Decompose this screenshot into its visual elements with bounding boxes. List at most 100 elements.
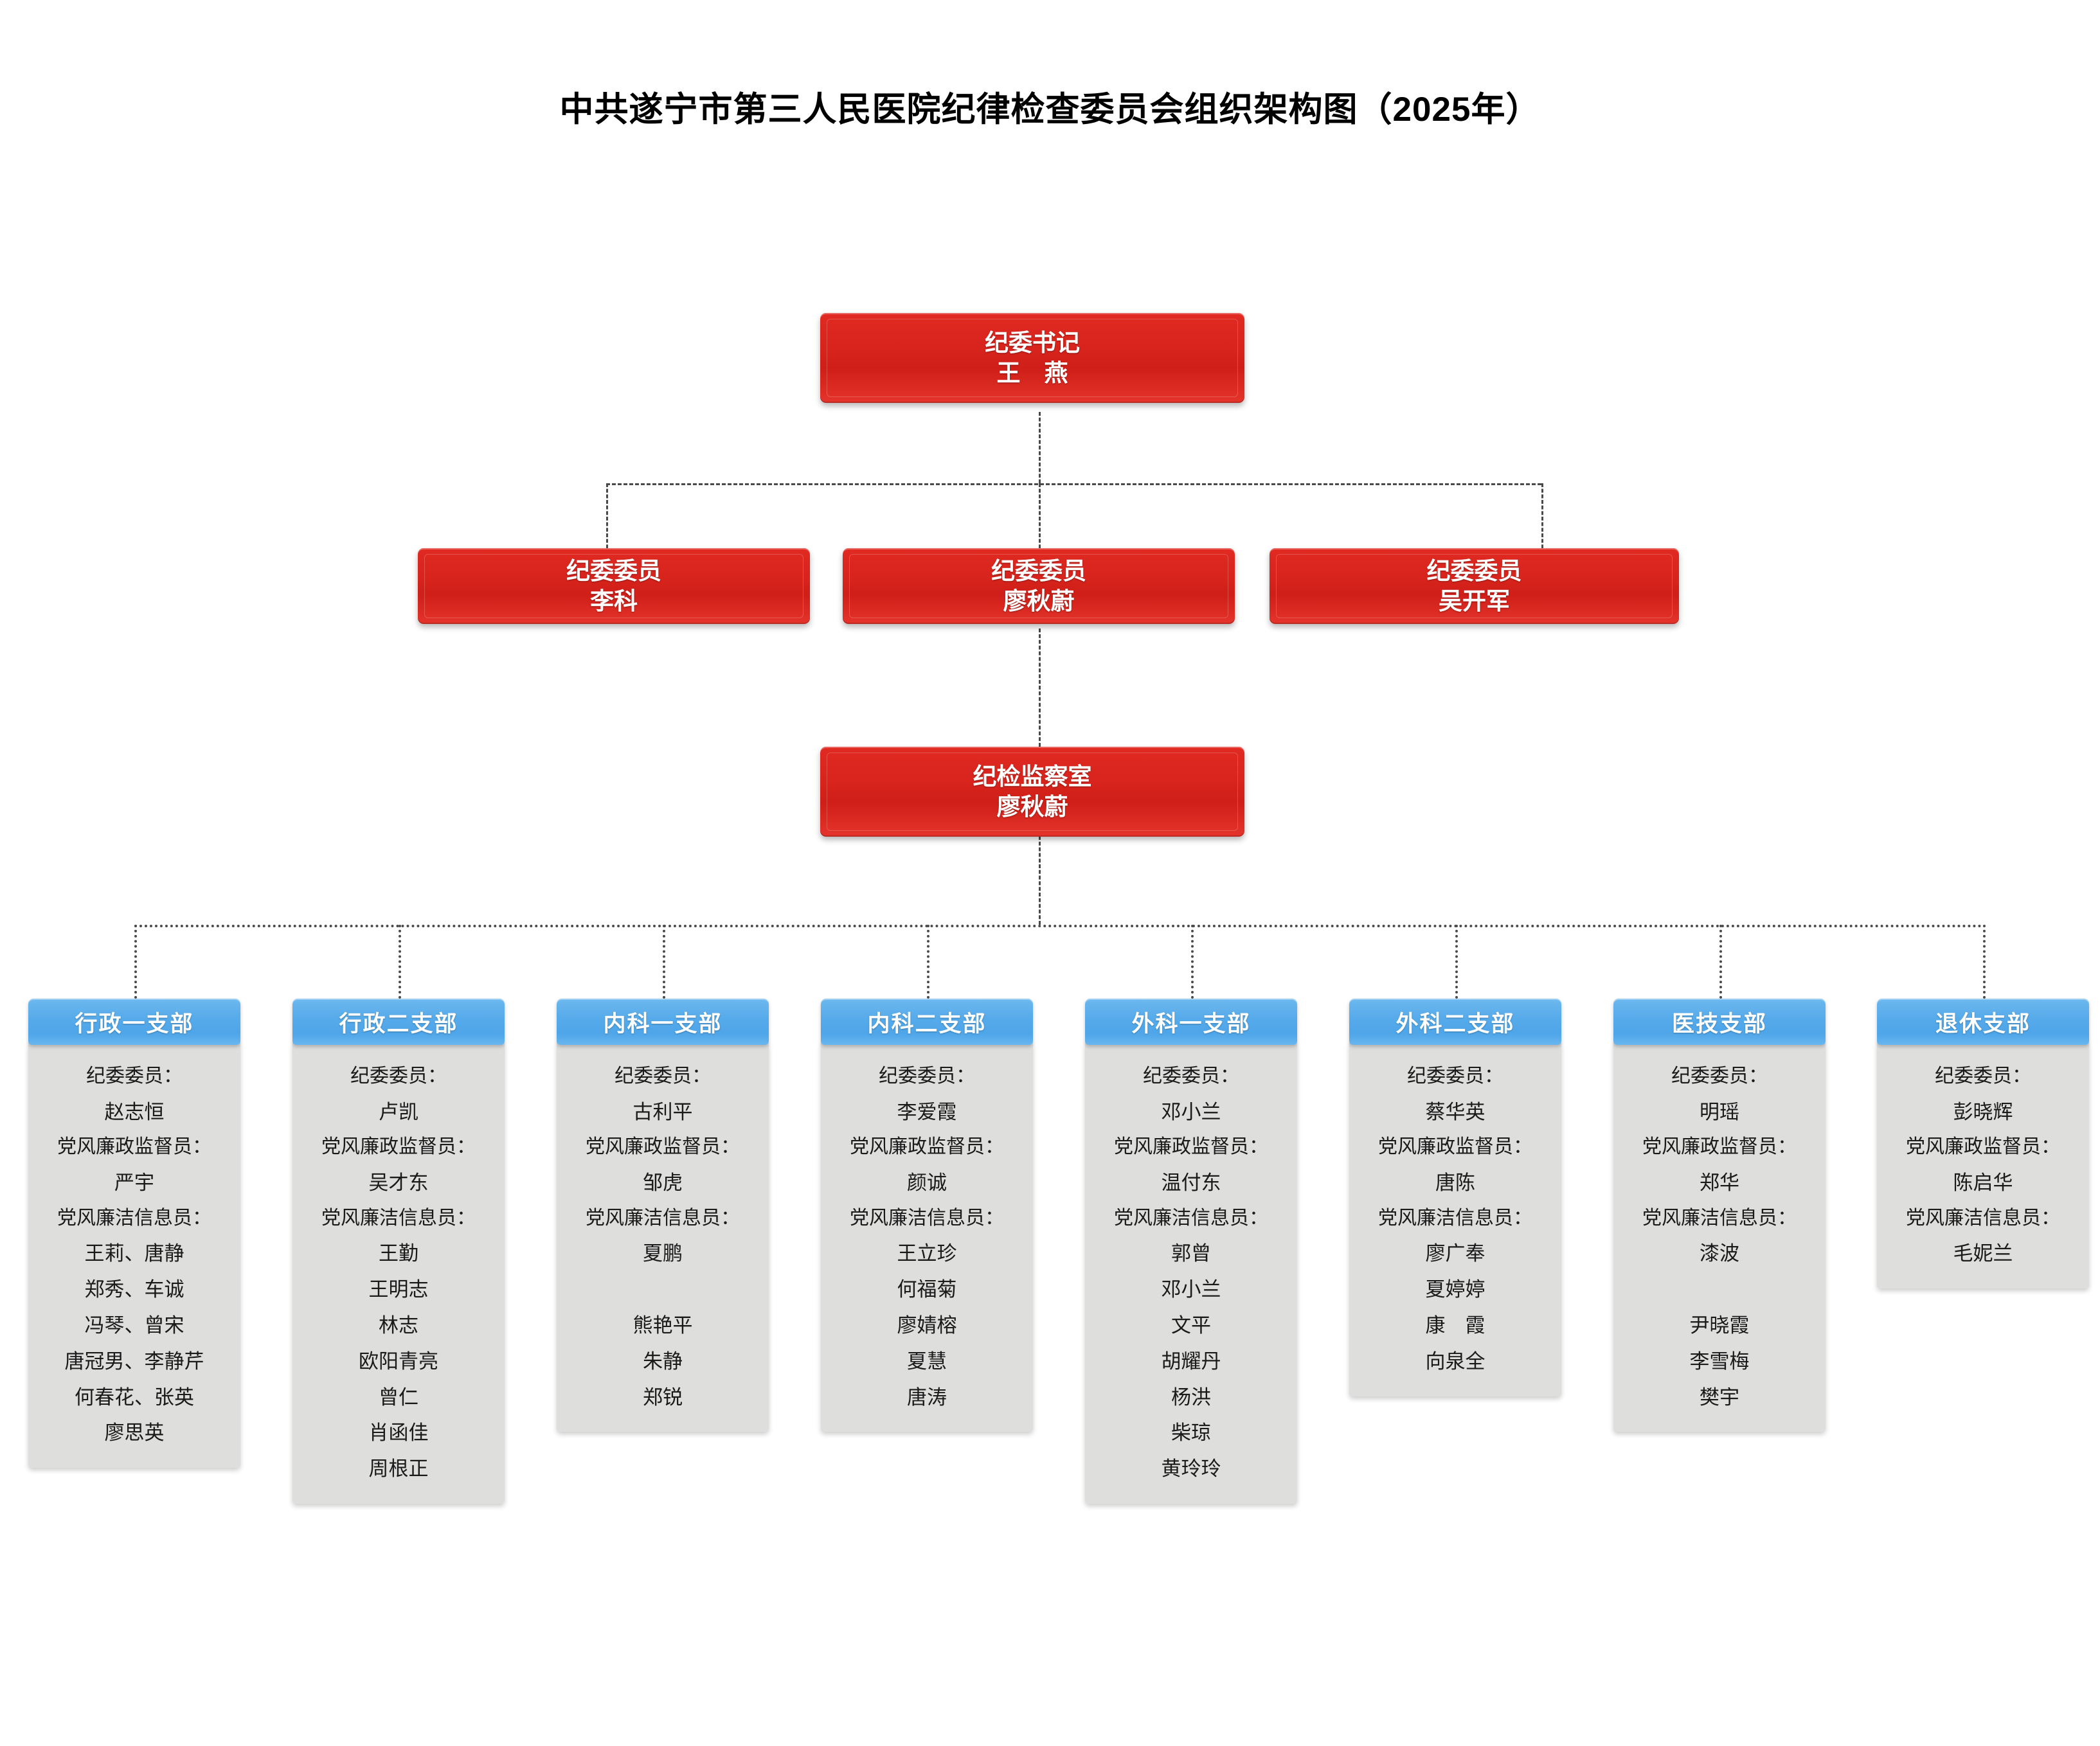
person-name: 邓小兰 [1161,1100,1221,1123]
person-name: 夏婷婷 [1425,1278,1485,1301]
person-name: 邓小兰 [1161,1278,1221,1301]
person-name: 林志 [379,1314,418,1337]
person-name: 唐冠男、李静芹 [64,1350,204,1373]
person-name: 何春花、张英 [75,1385,194,1409]
connector-branch-7-down [1719,925,1722,999]
role-label: 党风廉洁信息员： [586,1207,740,1229]
person-name: 郑锐 [643,1385,683,1409]
spacer-row [1619,1272,1820,1308]
person-name: 王莉、唐静 [84,1242,184,1265]
person-name: 周根正 [368,1457,429,1481]
person-name: 漆波 [1700,1242,1739,1265]
spacer-row [562,1272,764,1308]
connector-branch-1-down [134,925,137,999]
role-label: 党风廉洁信息员： [1642,1207,1797,1229]
person-name: 康 霞 [1425,1314,1485,1337]
node-member-3-role: 纪委委员 [1426,557,1522,584]
branch-column-1: 行政一支部 纪委委员：赵志恒党风廉政监督员：严宇党风廉洁信息员：王莉、唐静郑秀、… [28,999,240,1468]
person-name: 廖广奉 [1425,1242,1485,1265]
branch-body-4: 纪委委员：李爱霞党风廉政监督员：颜诚党风廉洁信息员：王立珍何福菊廖婧榕夏慧唐涛 [821,1042,1033,1432]
connector-branch-2-down [399,925,401,999]
connector-member-1-down [606,483,608,554]
branch-body-7: 纪委委员：明瑶党风廉政监督员：郑华党风廉洁信息员：漆波 尹晓霞李雪梅樊宇 [1613,1042,1826,1432]
branch-column-2: 行政二支部 纪委委员：卢凯党风廉政监督员：吴才东党风廉洁信息员：王勤王明志林志欧… [292,999,505,1504]
connector-members-bus [606,483,1541,485]
node-member-1-name: 李科 [590,588,638,614]
branch-header-2[interactable]: 行政二支部 [292,999,505,1045]
person-name: 赵志恒 [104,1100,165,1123]
connector-secretary-down [1039,412,1041,483]
person-name: 向泉全 [1425,1350,1485,1373]
role-label: 纪委委员： [1143,1065,1239,1087]
branch-header-3[interactable]: 内科一支部 [557,999,769,1045]
role-label: 纪委委员： [1407,1065,1503,1087]
branch-header-8[interactable]: 退休支部 [1877,999,2089,1045]
branch-column-5: 外科一支部 纪委委员：邓小兰党风廉政监督员：温付东党风廉洁信息员：郭曾邓小兰文平… [1085,999,1297,1504]
connector-member-2-down [1039,483,1041,554]
person-name: 邹虎 [643,1171,683,1194]
node-member-3-name: 吴开军 [1439,588,1510,614]
person-name: 彭晓辉 [1953,1100,2013,1123]
connector-member-3-down [1541,483,1543,554]
person-name: 王立珍 [897,1242,957,1265]
person-name: 廖思英 [104,1421,165,1445]
person-name: 卢凯 [379,1100,418,1123]
branch-header-4[interactable]: 内科二支部 [821,999,1033,1045]
node-member-2[interactable]: 纪委委员 廖秋蔚 [843,548,1235,624]
branch-header-5-label: 外科一支部 [1131,1011,1251,1037]
person-name: 毛妮兰 [1953,1242,2013,1265]
person-name: 文平 [1171,1314,1211,1337]
branch-column-3: 内科一支部 纪委委员：古利平党风廉政监督员：邹虎党风廉洁信息员：夏鹏 熊艳平朱静… [557,999,769,1432]
role-label: 纪委委员： [350,1065,447,1087]
person-name: 曾仁 [379,1385,418,1409]
person-name: 夏鹏 [643,1242,683,1265]
branch-header-5[interactable]: 外科一支部 [1085,999,1297,1045]
node-secretary-role: 纪委书记 [985,329,1080,356]
branch-header-1[interactable]: 行政一支部 [28,999,240,1045]
node-inspection-office[interactable]: 纪检监察室 廖秋蔚 [820,747,1244,837]
branch-body-8: 纪委委员：彭晓辉党风廉政监督员：陈启华党风廉洁信息员：毛妮兰 [1877,1042,2089,1289]
person-name: 温付东 [1161,1171,1221,1194]
person-name: 严宇 [114,1171,154,1194]
person-name: 古利平 [633,1100,693,1123]
node-office-name: 廖秋蔚 [996,794,1068,820]
person-name: 王明志 [368,1278,429,1301]
node-member-3[interactable]: 纪委委员 吴开军 [1270,548,1679,624]
branch-body-5: 纪委委员：邓小兰党风廉政监督员：温付东党风廉洁信息员：郭曾邓小兰文平胡耀丹杨洪柴… [1085,1042,1297,1504]
person-name: 朱静 [643,1350,683,1373]
connector-branch-bus [134,925,1983,927]
branch-body-6: 纪委委员：蔡华英党风廉政监督员：唐陈党风廉洁信息员：廖广奉夏婷婷康 霞向泉全 [1349,1042,1561,1396]
connector-branch-8-down [1983,925,1986,999]
person-name: 李雪梅 [1689,1350,1750,1373]
person-name: 柴琼 [1171,1421,1211,1445]
connector-office-down [1039,836,1041,925]
person-name: 欧阳青亮 [359,1350,438,1373]
person-name: 唐陈 [1435,1171,1475,1194]
node-office-role: 纪检监察室 [973,763,1092,790]
branch-header-6[interactable]: 外科二支部 [1349,999,1561,1045]
node-member-1[interactable]: 纪委委员 李科 [418,548,810,624]
branch-header-8-label: 退休支部 [1935,1011,2031,1037]
node-secretary[interactable]: 纪委书记 王 燕 [820,313,1244,403]
role-label: 党风廉洁信息员： [1114,1207,1268,1229]
branch-header-1-label: 行政一支部 [75,1011,194,1037]
role-label: 党风廉政监督员： [1378,1136,1532,1158]
connector-branch-5-down [1191,925,1194,999]
connector-branch-6-down [1455,925,1458,999]
person-name: 吴才东 [368,1171,429,1194]
branch-header-7[interactable]: 医技支部 [1613,999,1826,1045]
person-name: 夏慧 [907,1350,947,1373]
role-label: 党风廉政监督员： [850,1136,1004,1158]
person-name: 王勤 [379,1242,418,1265]
node-secretary-name: 王 燕 [996,360,1068,386]
role-label: 纪委委员： [86,1065,183,1087]
person-name: 郑秀、车诚 [84,1278,184,1301]
person-name: 颜诚 [907,1171,947,1194]
person-name: 尹晓霞 [1689,1314,1750,1337]
branch-body-3: 纪委委员：古利平党风廉政监督员：邹虎党风廉洁信息员：夏鹏 熊艳平朱静郑锐 [557,1042,769,1432]
person-name: 明瑶 [1700,1100,1739,1123]
person-name: 陈启华 [1953,1171,2013,1194]
branch-body-1: 纪委委员：赵志恒党风廉政监督员：严宇党风廉洁信息员：王莉、唐静郑秀、车诚冯琴、曾… [28,1042,240,1468]
role-label: 纪委委员： [615,1065,711,1087]
person-name: 郭曾 [1171,1242,1211,1265]
